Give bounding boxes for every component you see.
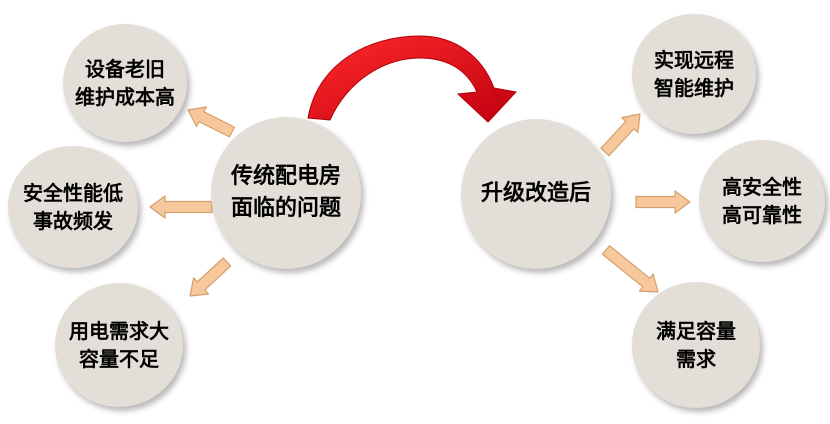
arrow-to-insufficient-capacity — [189, 257, 232, 297]
arrow-to-old-equipment — [187, 106, 236, 138]
node-old-equipment-line-1: 设备老旧 — [85, 57, 165, 81]
arrow-to-capacity-demand — [601, 245, 659, 293]
node-traditional-problems-line-1: 传统配电房 — [230, 164, 341, 189]
arrow-to-remote-maintenance — [600, 113, 641, 157]
arrow-to-high-safety — [635, 190, 691, 214]
node-low-safety-line-2: 事故频发 — [33, 209, 113, 233]
node-capacity-demand-line-2: 需求 — [676, 347, 716, 371]
node-high-safety: 高安全性 高可靠性 — [699, 140, 825, 262]
node-low-safety-line-1: 安全性能低 — [23, 181, 123, 205]
arrow-to-low-safety — [149, 195, 213, 219]
curved-transition-arrow — [307, 35, 517, 123]
node-high-safety-line-1: 高安全性 — [722, 175, 802, 199]
node-insufficient-capacity: 用电需求大 容量不足 — [55, 283, 183, 407]
node-traditional-problems: 传统配电房 面临的问题 — [211, 117, 361, 269]
node-low-safety: 安全性能低 事故频发 — [8, 146, 138, 268]
node-capacity-demand-line-1: 满足容量 — [656, 319, 736, 343]
node-after-upgrade: 升级改造后 — [461, 119, 611, 269]
node-old-equipment: 设备老旧 维护成本高 — [63, 24, 187, 142]
node-remote-maintenance: 实现远程 智能维护 — [632, 14, 756, 134]
node-capacity-demand: 满足容量 需求 — [632, 282, 760, 408]
node-old-equipment-line-2: 维护成本高 — [75, 85, 175, 109]
node-high-safety-line-2: 高可靠性 — [722, 203, 802, 227]
node-insufficient-capacity-line-2: 容量不足 — [79, 347, 159, 371]
node-remote-maintenance-line-2: 智能维护 — [654, 76, 734, 100]
node-traditional-problems-line-2: 面临的问题 — [230, 196, 341, 221]
node-after-upgrade-line-1: 升级改造后 — [480, 181, 591, 206]
node-insufficient-capacity-line-1: 用电需求大 — [69, 319, 169, 343]
node-remote-maintenance-line-1: 实现远程 — [654, 48, 734, 72]
